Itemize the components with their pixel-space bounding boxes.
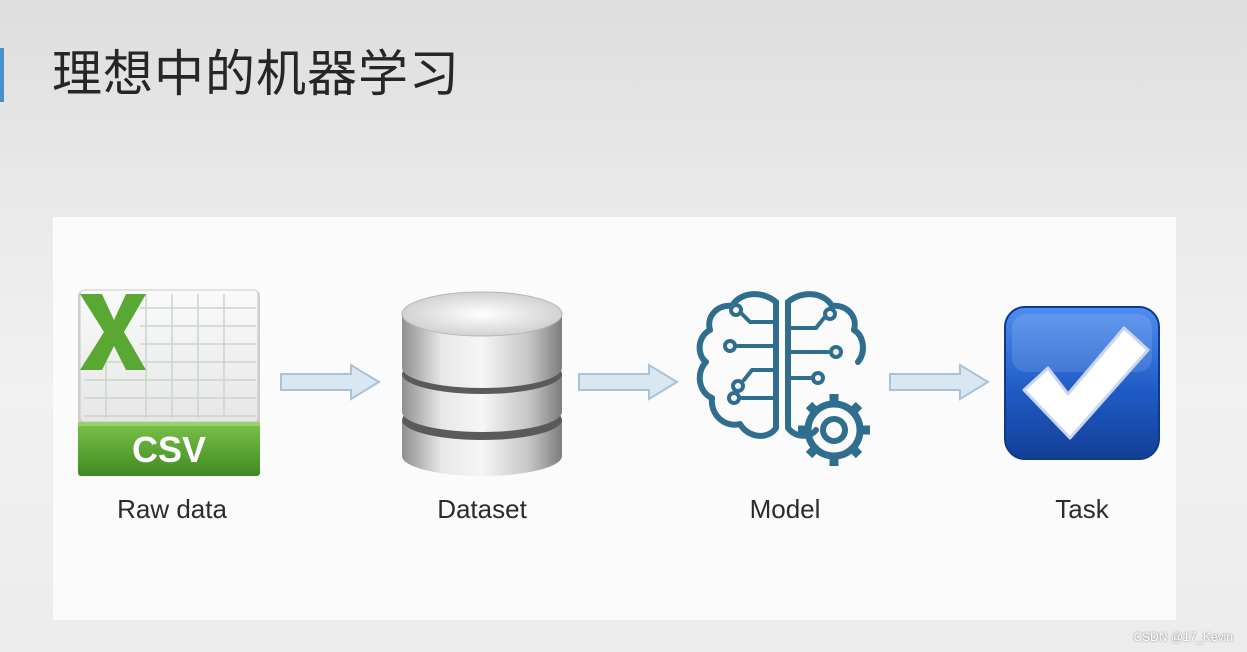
raw-data-stage: CSV <box>76 288 262 478</box>
csv-file-icon: CSV <box>78 289 260 476</box>
arrow-icon <box>889 363 990 401</box>
excel-x-letter <box>80 294 146 370</box>
dataset-label: Dataset <box>437 494 527 524</box>
watermark: CSDN @17_Kevin <box>1133 630 1233 644</box>
dataset-stage <box>398 288 566 478</box>
csv-badge: CSV <box>132 429 206 470</box>
model-stage <box>692 288 878 480</box>
arrow-icon <box>280 363 381 401</box>
task-label: Task <box>1055 494 1109 524</box>
database-icon <box>401 291 563 476</box>
arrow-icon <box>578 363 679 401</box>
title-accent-bar <box>0 48 4 102</box>
checkbox-check-icon <box>1004 306 1160 460</box>
brain-gear-icon <box>696 291 870 466</box>
raw-data-label: Raw data <box>117 494 227 524</box>
task-stage <box>1002 304 1162 462</box>
gear-icon <box>798 394 870 466</box>
model-label: Model <box>749 494 821 524</box>
slide-title: 理想中的机器学习 <box>52 45 460 103</box>
